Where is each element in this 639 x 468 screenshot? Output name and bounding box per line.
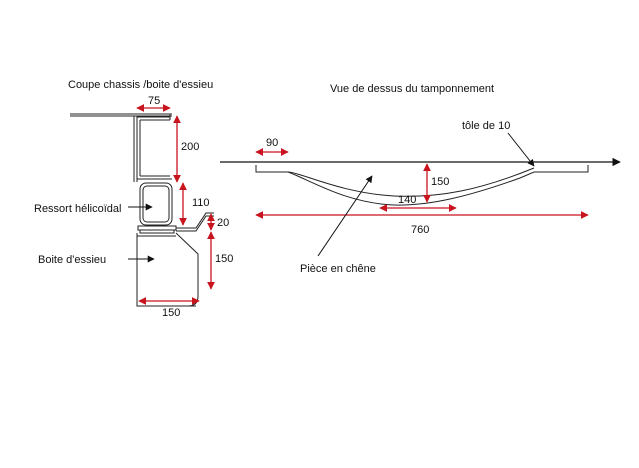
chassis-section (70, 113, 172, 182)
oak-leader-arrow (317, 175, 373, 257)
right-view-title: Vue de dessus du tamponnement (330, 83, 494, 95)
axle-box (136, 232, 199, 307)
dim-label-200: 200 (181, 141, 199, 153)
sheet-label: tôle de 10 (462, 120, 510, 132)
dim-label-110: 110 (192, 197, 210, 209)
oak-label: Pièce en chêne (300, 263, 376, 275)
sheet-leader-arrow (507, 132, 535, 167)
dim-label-760: 760 (411, 224, 429, 236)
dim-label-75: 75 (148, 95, 160, 107)
left-view-title: Coupe chassis /boite d'essieu (68, 79, 213, 91)
dim-label-20: 20 (217, 217, 229, 229)
spring-label: Ressort hélicoïdal (34, 203, 121, 215)
dim-label-150-vertical: 150 (215, 253, 233, 265)
spring-section (139, 182, 173, 226)
spring-seat (137, 212, 214, 234)
dim-label-90: 90 (266, 137, 278, 149)
dim-label-150-horizontal: 150 (162, 307, 180, 319)
oak-buffer-piece (255, 165, 589, 206)
dim-label-150: 150 (431, 176, 449, 188)
axlebox-label: Boite d'essieu (38, 254, 106, 266)
dim-label-140: 140 (398, 194, 416, 206)
